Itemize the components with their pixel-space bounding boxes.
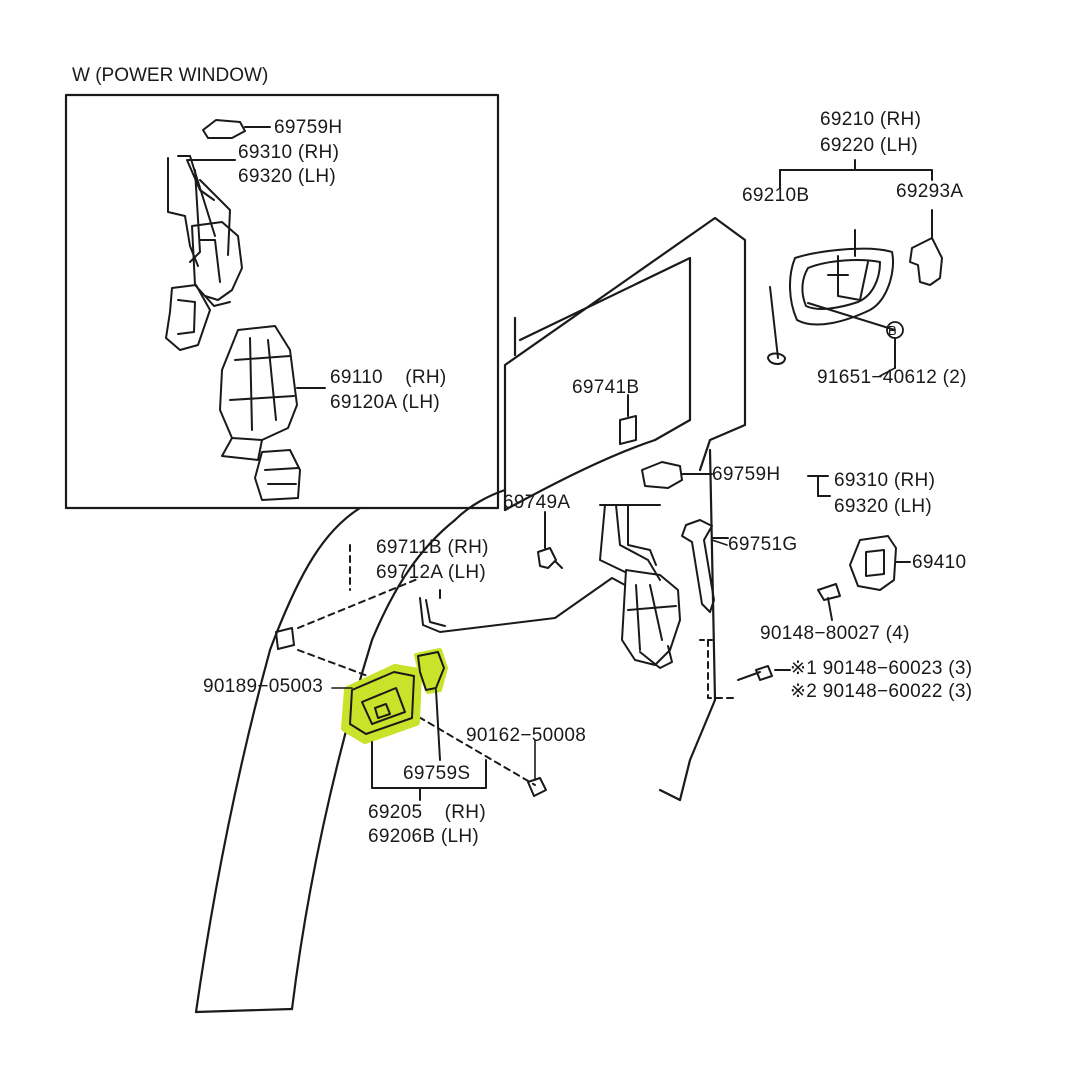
clip-69759S xyxy=(414,648,448,761)
clip-69749A xyxy=(537,511,563,569)
label-69310-inset: 69310 (RH) xyxy=(238,142,340,163)
label-90189: 90189−05003 xyxy=(203,676,324,697)
handle-bracket xyxy=(779,159,933,189)
handle-label-bracket xyxy=(371,741,487,801)
label-69741B: 69741B xyxy=(572,377,640,398)
inset-rods xyxy=(167,155,236,267)
clip-69741B xyxy=(619,394,637,445)
clip-90189 xyxy=(275,627,295,650)
label-marker-b: B xyxy=(888,323,897,338)
main-lock-rods xyxy=(599,504,661,581)
label-91651: 91651−40612 (2) xyxy=(817,367,967,388)
label-69749A: 69749A xyxy=(503,492,571,513)
label-69410: 69410 xyxy=(912,552,967,573)
label-90148-60023: ※1 90148−60023 (3) xyxy=(790,658,973,679)
label-69712A: 69712A (LH) xyxy=(376,562,486,583)
inset-lock xyxy=(165,221,243,351)
inside-lock-rod xyxy=(681,519,729,613)
leader-lines xyxy=(331,367,896,781)
striker-69410 xyxy=(849,535,911,591)
rod-clip-main xyxy=(641,461,831,497)
outside-handle xyxy=(767,229,896,365)
clip-69293A xyxy=(909,209,943,286)
door-outline xyxy=(194,216,747,1014)
label-69205: 69205 (RH) xyxy=(368,802,486,823)
label-90148-60022: ※2 90148−60022 (3) xyxy=(790,681,973,702)
label-69206B: 69206B (LH) xyxy=(368,826,480,847)
label-69310: 69310 (RH) xyxy=(834,470,936,491)
dashed-link-screws xyxy=(707,639,739,699)
link-rod xyxy=(419,577,626,633)
label-69711B: 69711B (RH) xyxy=(376,537,489,558)
inside-handle-highlight xyxy=(341,664,422,744)
inset-motor xyxy=(219,325,326,501)
label-69110-inset: 69110 (RH) xyxy=(330,367,447,388)
inset-title: W (POWER WINDOW) xyxy=(72,65,269,86)
dashed-link-screw xyxy=(399,705,536,786)
screw-90148-60023 xyxy=(737,665,791,681)
label-69751G: 69751G xyxy=(728,534,798,555)
label-69293A: 69293A xyxy=(896,181,964,202)
label-90162: 90162−50008 xyxy=(466,725,587,746)
inset-frame xyxy=(64,93,500,510)
label-69759S: 69759S xyxy=(403,763,471,784)
screw-90162 xyxy=(527,777,547,797)
inset-rod-clip xyxy=(202,119,271,139)
label-69320: 69320 (LH) xyxy=(834,496,933,517)
label-69759H-inset: 69759H xyxy=(274,117,343,138)
label-69210: 69210 (RH) xyxy=(820,109,922,130)
label-90148-80027: 90148−80027 (4) xyxy=(760,623,910,644)
label-69120A-inset: 69120A (LH) xyxy=(330,392,440,413)
dashed-link-rod xyxy=(297,577,421,629)
label-69210B: 69210B xyxy=(742,185,810,206)
label-69320-inset: 69320 (LH) xyxy=(238,166,337,187)
label-69220: 69220 (LH) xyxy=(820,135,919,156)
label-69759H: 69759H xyxy=(712,464,781,485)
main-door-lock xyxy=(621,569,681,669)
screw-90148-80027 xyxy=(817,583,841,621)
